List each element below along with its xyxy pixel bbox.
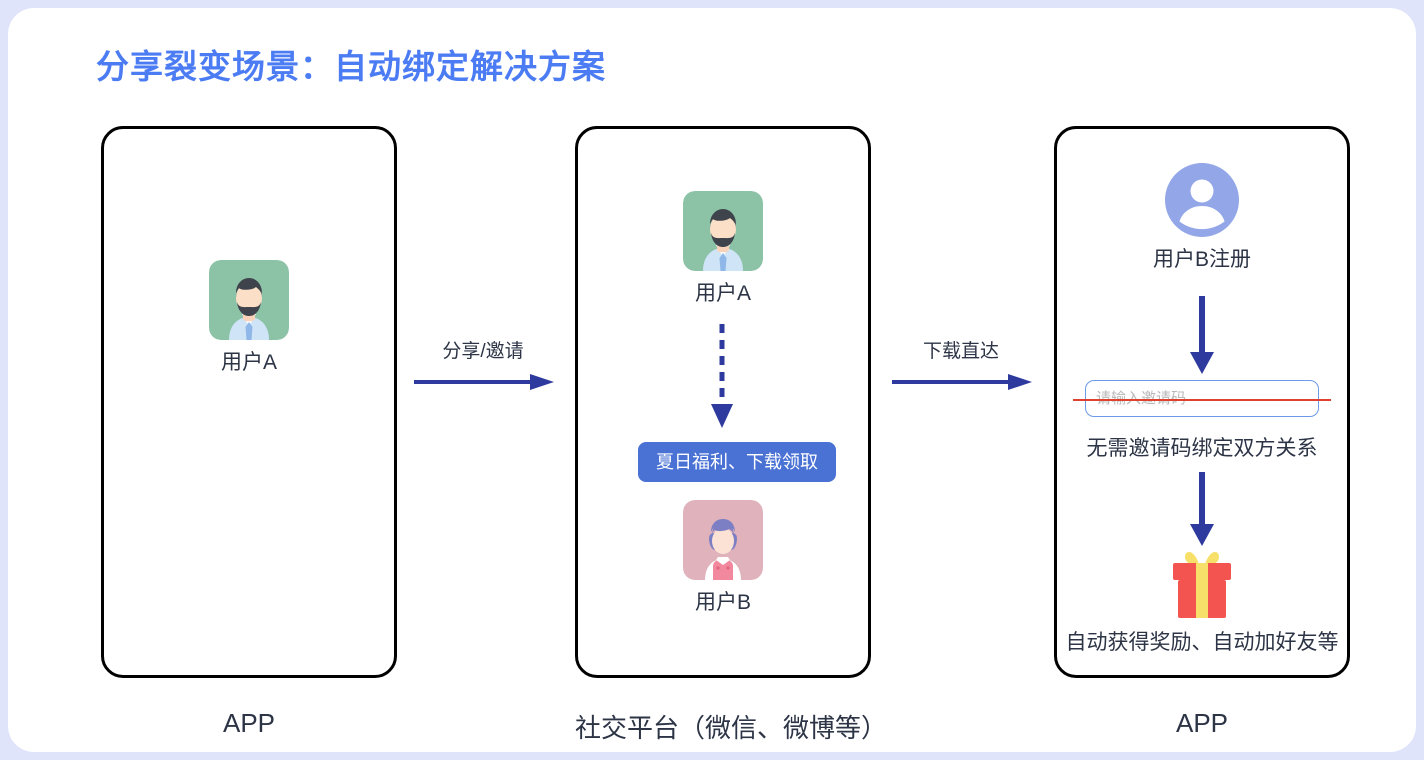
node-user-a-social: 用户A <box>575 191 871 307</box>
caption-social-platform: 社交平台（微信、微博等） <box>575 713 888 743</box>
reward-note: 自动获得奖励、自动加好友等 <box>1065 631 1339 654</box>
flow-arrow-label: 下载直达 <box>922 341 999 362</box>
page-title: 分享裂变场景：自动绑定解决方案 <box>96 48 606 85</box>
node-label: 用户B注册 <box>1152 248 1251 271</box>
node-label: 用户A <box>220 351 277 374</box>
avatar-male-green-icon <box>683 191 763 271</box>
invite-code-input[interactable] <box>1085 380 1319 417</box>
node-label: 用户B <box>694 591 751 614</box>
flow-arrow-share-invite: 分享/邀请 <box>408 336 558 391</box>
arrow-down-solid-icon <box>1190 472 1214 546</box>
caption-app-source: APP <box>222 708 276 738</box>
arrow-down-dashed-icon <box>711 324 733 428</box>
user-circle-icon <box>1165 163 1239 237</box>
no-invite-code-note: 无需邀请码绑定双方关系 <box>1086 437 1318 460</box>
node-label: 用户A <box>694 282 751 305</box>
white-card: 分享裂变场景：自动绑定解决方案 用户A APP 分享/邀请 <box>8 8 1416 752</box>
node-user-b-social: 用户B <box>575 500 871 616</box>
phone-frame-app-source <box>101 126 397 678</box>
flow-arrow-label: 分享/邀请 <box>442 341 524 362</box>
arrow-right-icon <box>892 374 1032 390</box>
avatar-male-green-icon <box>209 260 289 340</box>
node-user-a-source: 用户A <box>101 260 397 376</box>
invite-code-field-wrapper <box>1073 380 1331 417</box>
arrow-right-icon <box>414 374 554 390</box>
flow-arrow-download-direct: 下载直达 <box>886 336 1036 391</box>
gift-icon <box>1173 552 1231 618</box>
promo-share-card-button[interactable]: 夏日福利、下载领取 <box>638 442 836 482</box>
avatar-female-pink-icon <box>683 500 763 580</box>
arrow-down-solid-icon <box>1190 296 1214 374</box>
caption-app-target: APP <box>1175 708 1229 738</box>
node-user-b-register: 用户B注册 <box>1054 163 1350 273</box>
